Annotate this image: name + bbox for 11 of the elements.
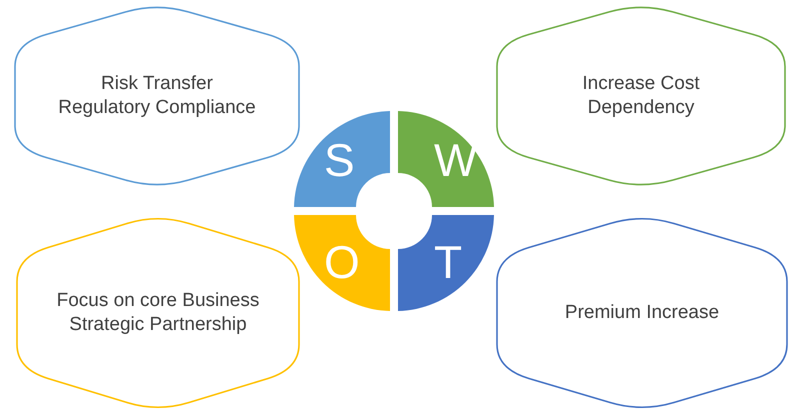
box-text: Risk Transfer [101,72,213,96]
box-text: Strategic Partnership [69,313,247,337]
quadrant-letter: O [324,239,360,285]
box-text: Regulatory Compliance [58,96,256,120]
quadrant-letter: S [324,137,355,183]
box-text: Premium Increase [564,301,720,325]
quadrant-letter: T [434,239,462,285]
box-text: Dependency [588,96,694,120]
quadrant-letter: W [434,137,478,183]
box-text: Increase Cost [582,72,700,96]
box-text: Focus on core Business [56,289,260,313]
